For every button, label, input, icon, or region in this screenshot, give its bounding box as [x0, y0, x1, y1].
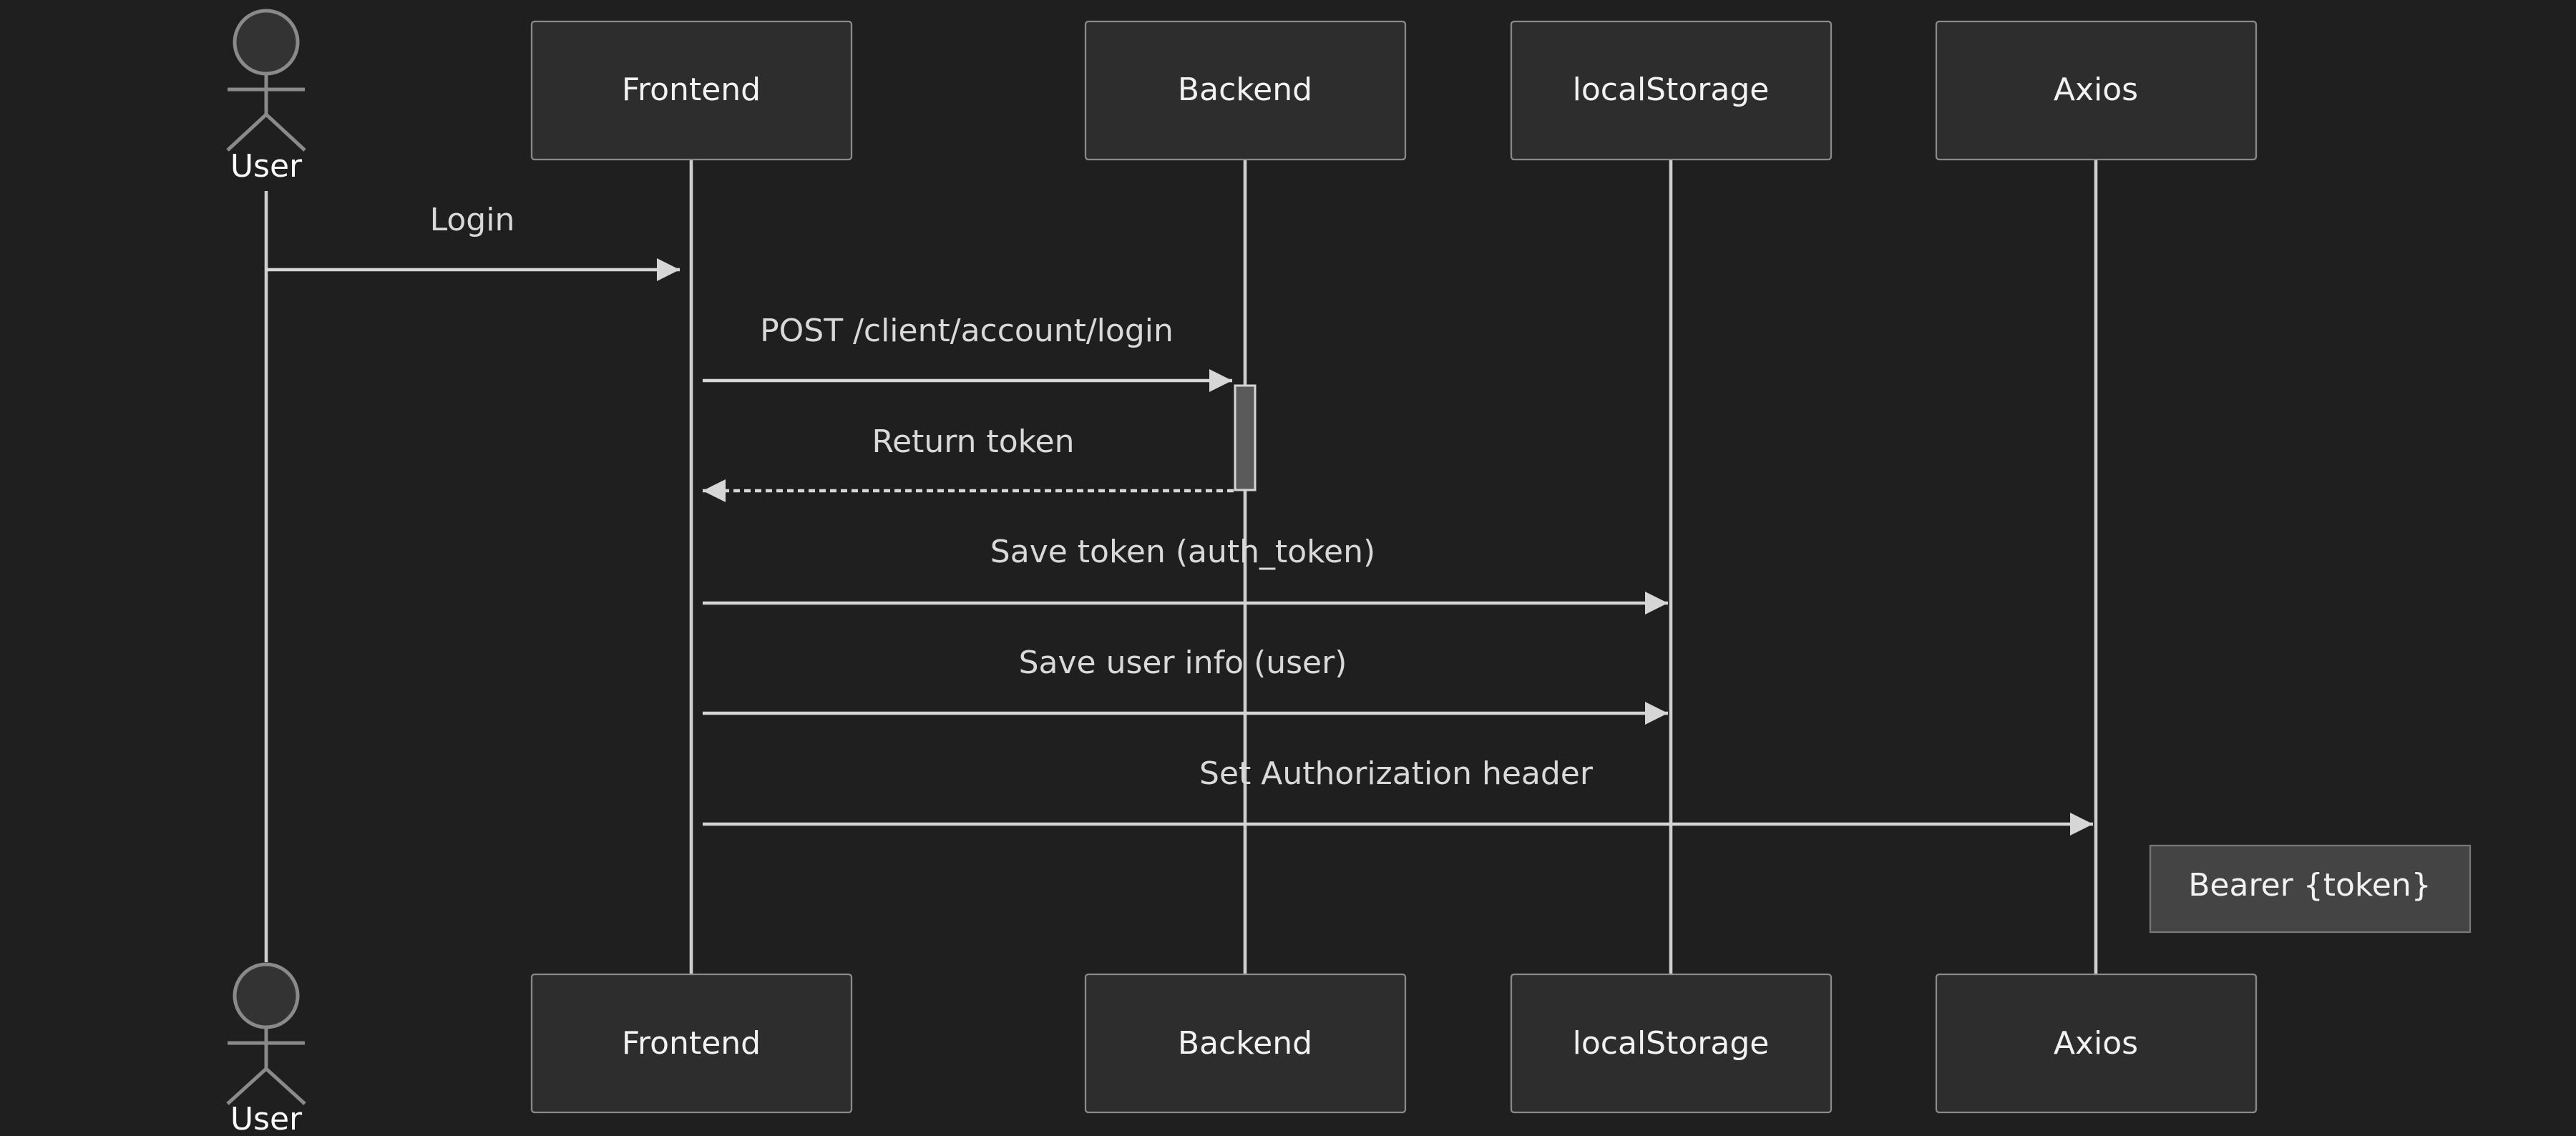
participant-label: Axios — [2054, 1025, 2138, 1062]
backend-activation-bar — [1234, 384, 1257, 491]
message-set-auth-header: Set Authorization header — [703, 755, 2093, 836]
participant-frontend-top: Frontend — [530, 20, 853, 161]
message-save-user-info: Save user info (user) — [703, 645, 1668, 725]
participant-label: Frontend — [622, 72, 761, 108]
message-label: Set Authorization header — [1199, 755, 1594, 792]
participant-label: Axios — [2054, 72, 2138, 108]
message-label: POST /client/account/login — [760, 313, 1174, 349]
user-actor-label-top: User — [230, 148, 303, 185]
participant-label: localStorage — [1573, 1025, 1770, 1062]
participant-label: Backend — [1178, 72, 1312, 108]
message-label: Login — [430, 202, 515, 238]
participant-label: Frontend — [622, 1025, 761, 1062]
user-actor-label-bottom: User — [230, 1101, 303, 1136]
message-return-token: Return token — [703, 423, 1234, 503]
user-head-icon — [233, 962, 300, 1029]
message-post-login: POST /client/account/login — [703, 313, 1232, 393]
participant-localstorage-bottom: localStorage — [1510, 973, 1833, 1114]
participant-backend-top: Backend — [1084, 20, 1407, 161]
message-label: Save user info (user) — [1019, 645, 1347, 681]
participant-label: Backend — [1178, 1025, 1312, 1062]
message-save-token: Save token (auth_token) — [703, 534, 1668, 615]
note-label: Bearer {token} — [2188, 867, 2431, 904]
participant-label: localStorage — [1573, 72, 1770, 108]
user-actor-bottom: User — [226, 962, 306, 1136]
message-login: Login — [266, 202, 680, 282]
participant-localstorage-top: localStorage — [1510, 20, 1833, 161]
message-label: Return token — [872, 423, 1074, 460]
participant-frontend-bottom: Frontend — [530, 973, 853, 1114]
user-head-icon — [233, 9, 300, 76]
note-bearer-token: Bearer {token} — [2149, 844, 2472, 934]
participant-axios-top: Axios — [1935, 20, 2258, 161]
user-actor-top: User — [226, 9, 306, 185]
message-label: Save token (auth_token) — [990, 534, 1375, 570]
participant-axios-bottom: Axios — [1935, 973, 2258, 1114]
participant-backend-bottom: Backend — [1084, 973, 1407, 1114]
